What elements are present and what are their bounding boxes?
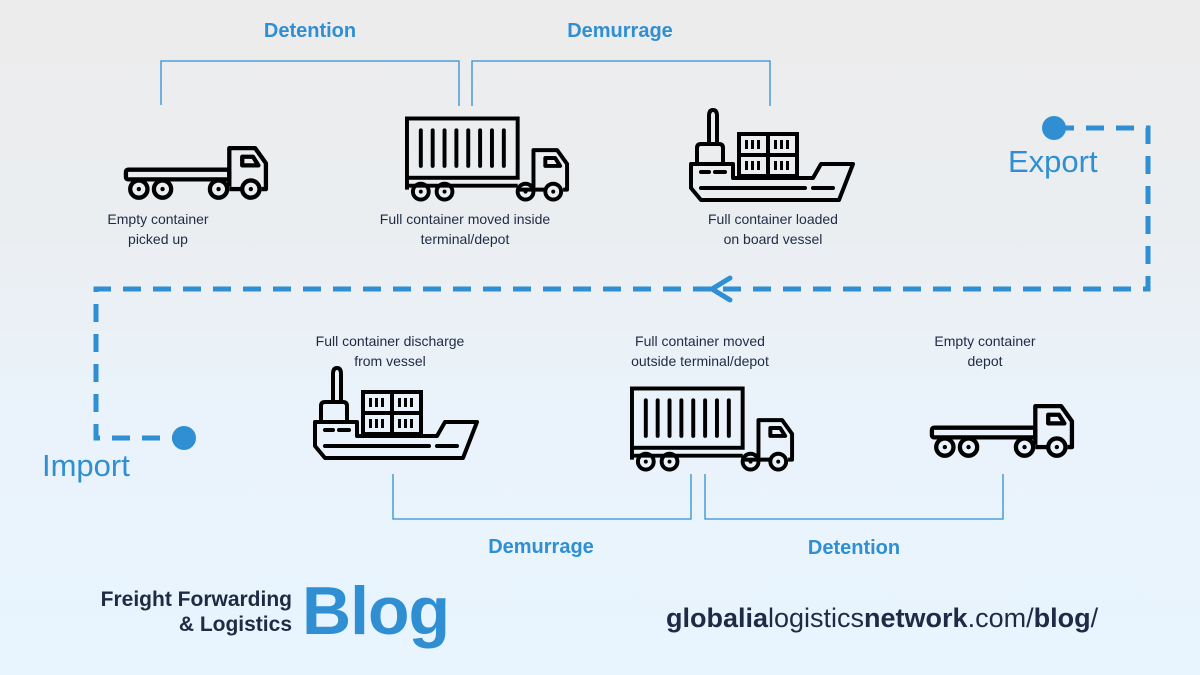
- export-demurrage-bracket: [471, 60, 771, 106]
- import-demurrage-bracket: [392, 474, 692, 520]
- container-truck-icon: [630, 386, 795, 472]
- export-flow-line: [93, 125, 1151, 441]
- export-detention-bracket: [160, 60, 460, 106]
- export-label: Export: [1008, 144, 1098, 179]
- brand-title: Freight Forwarding & Logistics: [100, 588, 292, 636]
- flatbed-truck-icon: [112, 146, 282, 202]
- import-detention-bracket: [704, 474, 1004, 520]
- step-caption: Full container loaded on board vessel: [708, 211, 838, 247]
- blog-url-link[interactable]: globalialogisticsnetwork.com/blog/: [666, 603, 1099, 633]
- cargo-ship-icon: [313, 366, 479, 460]
- import-detention-label: Detention: [807, 537, 901, 559]
- step-caption: Full container discharge from vessel: [315, 333, 465, 369]
- step-caption: Empty container depot: [934, 333, 1036, 369]
- export-demurrage-label: Demurrage: [567, 20, 673, 42]
- export-detention-label: Detention: [263, 20, 357, 42]
- flow-direction-arrow-icon: [709, 275, 733, 303]
- import-demurrage-label: Demurrage: [488, 536, 594, 558]
- step-caption: Full container moved inside terminal/dep…: [379, 211, 551, 247]
- import-label: Import: [42, 448, 130, 483]
- container-truck-icon: [405, 116, 570, 202]
- flatbed-truck-icon: [918, 404, 1088, 460]
- export-start-dot: [1042, 116, 1066, 140]
- step-caption: Empty container picked up: [107, 211, 209, 247]
- brand-blog-logo: Blog: [302, 573, 450, 649]
- cargo-ship-icon: [689, 108, 855, 202]
- import-end-dot: [172, 426, 196, 450]
- step-caption: Full container moved outside terminal/de…: [631, 333, 769, 369]
